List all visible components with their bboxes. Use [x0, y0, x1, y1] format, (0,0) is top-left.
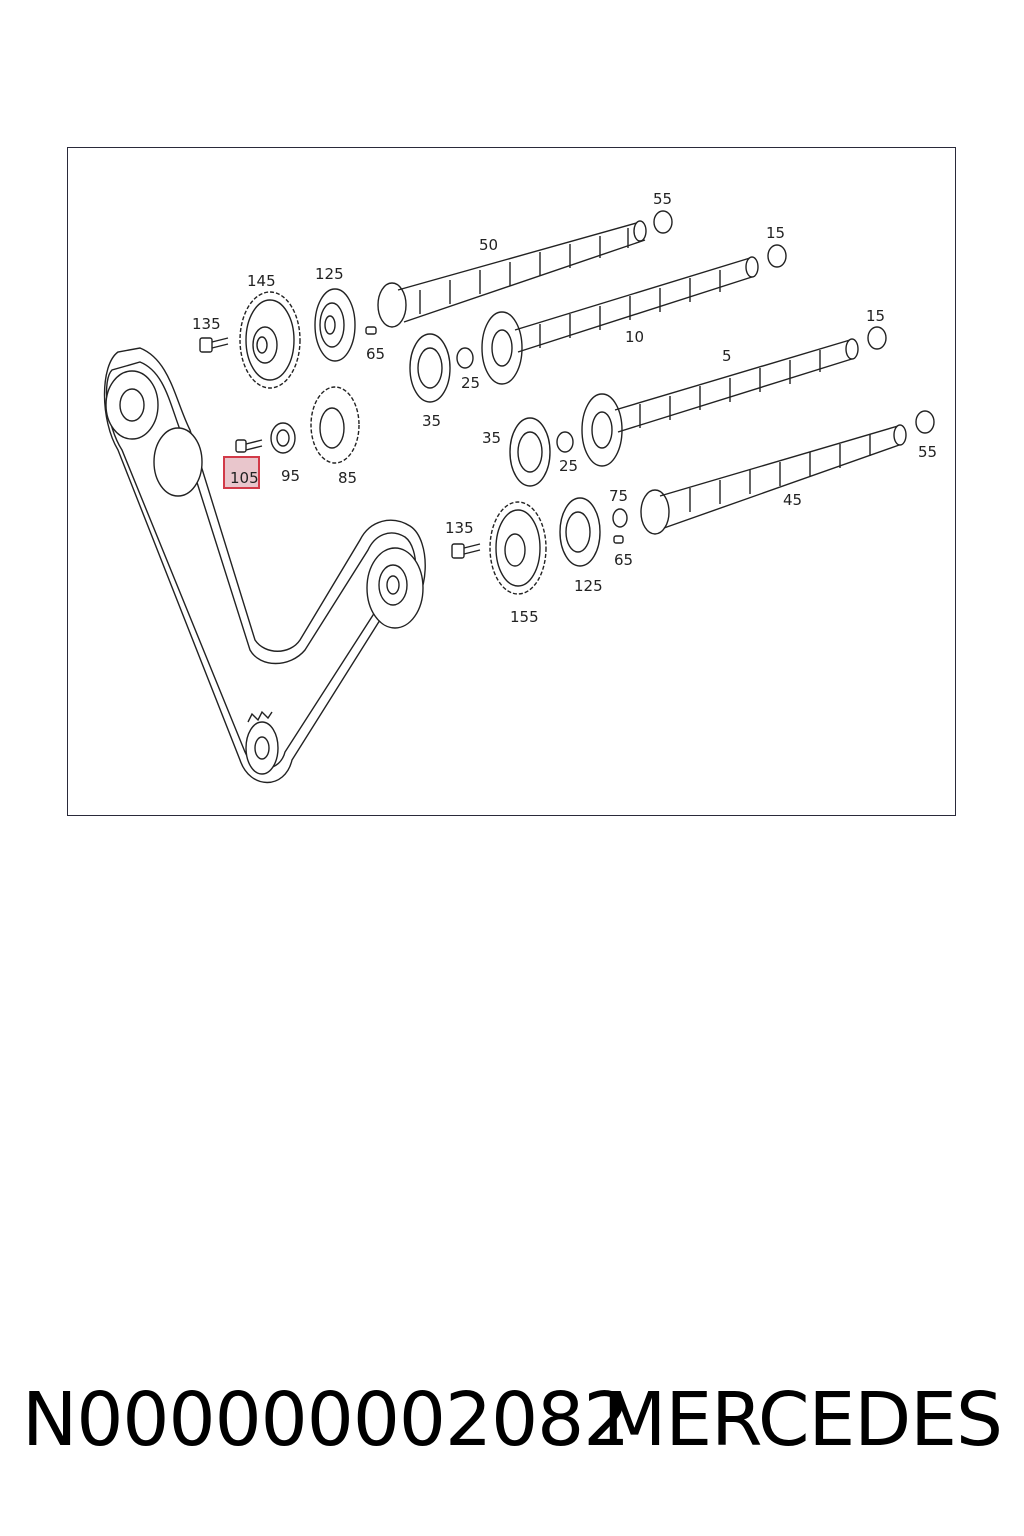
label-85: 85 — [338, 469, 357, 487]
bolt-135-lower — [451, 543, 481, 559]
chain-tensioner-sprocket-top — [105, 370, 203, 497]
dowel-65-lower — [613, 535, 624, 544]
sprocket-right — [366, 547, 424, 629]
seal-35-lower — [509, 417, 551, 487]
label-50: 50 — [479, 236, 498, 254]
cap-15-upper — [767, 244, 787, 268]
label-125-lower: 125 — [574, 577, 603, 595]
label-35-lower: 35 — [482, 429, 501, 447]
label-55-lower: 55 — [918, 443, 937, 461]
seal-35-upper — [409, 333, 451, 403]
footer: N000000002082 MERCEDES — [0, 1375, 1024, 1485]
label-75: 75 — [609, 487, 628, 505]
label-5: 5 — [722, 347, 732, 365]
bushing-95 — [270, 422, 296, 454]
brand-name: MERCEDES — [602, 1377, 1003, 1463]
bolt-135-upper — [199, 337, 229, 353]
label-65-lower: 65 — [614, 551, 633, 569]
label-145: 145 — [247, 272, 276, 290]
part-number: N000000002082 — [22, 1377, 630, 1463]
label-25-upper: 25 — [461, 374, 480, 392]
bushing-75 — [612, 508, 628, 528]
sprocket-145 — [239, 291, 301, 389]
adjuster-125-upper — [314, 288, 356, 362]
label-65-upper: 65 — [366, 345, 385, 363]
cap-15-lower — [867, 326, 887, 350]
label-135-upper: 135 — [192, 315, 221, 333]
diagram-frame — [67, 147, 956, 816]
label-15-lower: 15 — [866, 307, 885, 325]
label-45: 45 — [783, 491, 802, 509]
highlight-box-105 — [223, 456, 260, 489]
camshaft-45 — [640, 424, 907, 535]
camshaft-50 — [377, 220, 647, 328]
dowel-65-upper — [365, 326, 377, 335]
label-10: 10 — [625, 328, 644, 346]
bushing-25-upper — [456, 347, 474, 369]
label-155: 155 — [510, 608, 539, 626]
cap-55-upper — [653, 210, 673, 234]
bushing-25-lower — [556, 431, 574, 453]
camshaft-10 — [481, 256, 759, 385]
sprocket-155 — [489, 501, 547, 595]
bolt-105 — [235, 439, 263, 453]
label-135-lower: 135 — [445, 519, 474, 537]
adjuster-125-lower — [559, 497, 601, 567]
crank-sprocket — [245, 710, 279, 775]
label-125-upper: 125 — [315, 265, 344, 283]
label-25-lower: 25 — [559, 457, 578, 475]
label-105[interactable]: 105 — [230, 469, 259, 487]
label-95: 95 — [281, 467, 300, 485]
camshaft-5 — [581, 338, 859, 467]
label-35-upper: 35 — [422, 412, 441, 430]
label-55-upper: 55 — [653, 190, 672, 208]
cap-55-lower — [915, 410, 935, 434]
sprocket-85 — [310, 386, 360, 464]
label-15-upper: 15 — [766, 224, 785, 242]
